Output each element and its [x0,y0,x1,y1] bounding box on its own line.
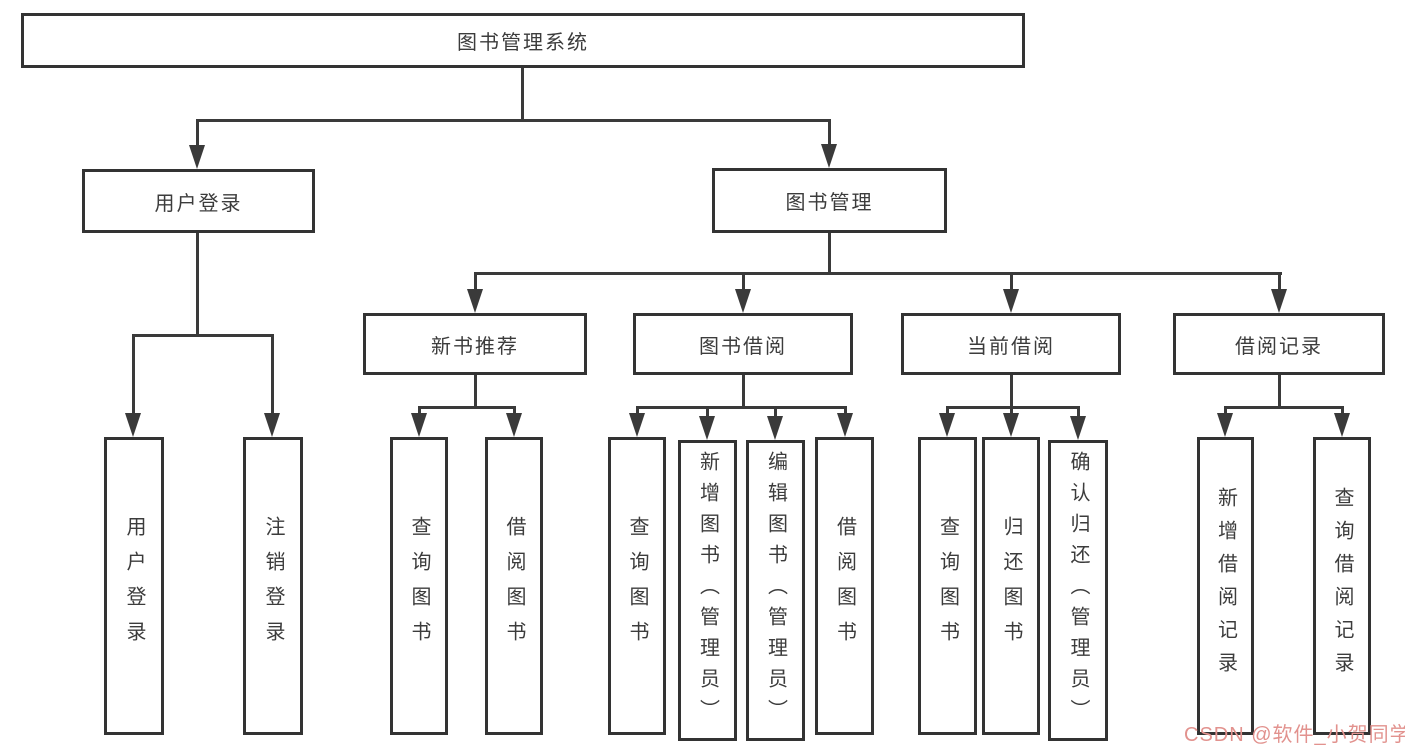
connector-line [418,406,421,416]
arrow-down-icon [125,413,141,437]
connector-line [1224,406,1344,409]
node-label: 当前借阅 [967,335,1055,358]
node-root: 图书管理系统 [21,13,1025,68]
leaf-label: 确认归还（管理员） [1067,451,1089,730]
connector-line [742,375,745,408]
arrow-down-icon [629,413,645,437]
leaf-label: 借阅图书 [503,516,525,656]
arrow-down-icon [189,145,205,169]
connector-line [828,119,831,147]
leaf-edit-book-admin: 编辑图书（管理员） [746,440,805,741]
connector-line [844,406,847,416]
arrow-down-icon [506,413,522,437]
arrow-down-icon [1334,413,1350,437]
arrow-down-icon [735,289,751,313]
connector-line [474,272,477,291]
connector-line [706,406,709,419]
connector-line [1010,272,1013,291]
arrow-down-icon [1217,413,1233,437]
arrow-down-icon [939,413,955,437]
arrow-down-icon [821,144,837,168]
leaf-logout: 注销登录 [243,437,303,735]
leaf-user-login: 用户登录 [104,437,164,735]
arrow-down-icon [699,416,715,440]
arrow-down-icon [467,289,483,313]
arrow-down-icon [1003,289,1019,313]
node-current-borrowing: 当前借阅 [901,313,1121,375]
leaf-label: 查询借阅记录 [1331,487,1353,685]
arrow-down-icon [1271,289,1287,313]
connector-line [196,119,831,122]
leaf-confirm-return-admin: 确认归还（管理员） [1048,440,1108,741]
leaf-query-books: 查询图书 [390,437,448,735]
arrow-down-icon [264,413,280,437]
leaf-borrow-books: 借阅图书 [485,437,543,735]
connector-line [521,68,524,121]
node-user-login: 用户登录 [82,169,315,233]
connector-line [774,406,777,419]
connector-line [636,406,639,416]
connector-line [1341,406,1344,416]
connector-line [1278,272,1281,291]
connector-line [132,334,135,415]
connector-line [474,375,477,408]
arrow-down-icon [837,413,853,437]
connector-line [196,233,199,336]
leaf-label: 查询图书 [626,516,648,656]
leaf-return-books: 归还图书 [982,437,1040,735]
leaf-label: 查询图书 [408,516,430,656]
leaf-query-borrow-record: 查询借阅记录 [1313,437,1371,735]
node-label: 图书管理系统 [457,32,589,54]
leaf-label: 新增图书（管理员） [696,451,719,730]
leaf-label: 注销登录 [262,516,284,656]
leaf-label: 编辑图书（管理员） [764,451,787,730]
arrow-down-icon [1003,413,1019,437]
connector-line [1278,375,1281,408]
leaf-query-books: 查询图书 [608,437,666,735]
connector-line [474,272,1282,275]
connector-line [828,233,831,274]
connector-line [1010,375,1013,408]
leaf-label: 归还图书 [1000,516,1022,656]
node-new-book-recommend: 新书推荐 [363,313,587,375]
arrow-down-icon [411,413,427,437]
connector-line [1224,406,1227,416]
leaf-label: 新增借阅记录 [1214,487,1237,685]
connector-line [1077,406,1080,419]
node-book-management: 图书管理 [712,168,947,233]
node-label: 借阅记录 [1235,335,1323,358]
connector-line [513,406,516,416]
node-label: 新书推荐 [431,335,519,358]
node-label: 图书借阅 [699,335,787,358]
connector-line [1010,406,1013,416]
leaf-label: 用户登录 [123,516,145,656]
node-borrowing-records: 借阅记录 [1173,313,1385,375]
connector-line [196,119,199,147]
connector-line [946,406,1080,409]
connector-line [946,406,949,416]
connector-line [418,406,516,409]
leaf-label: 查询图书 [936,516,959,656]
leaf-label: 借阅图书 [833,516,856,656]
leaf-query-books: 查询图书 [918,437,977,735]
arrow-down-icon [1070,416,1086,440]
leaf-add-book-admin: 新增图书（管理员） [678,440,737,741]
node-label: 图书管理 [785,192,874,214]
csdn-watermark: CSDN @软件_小贺同学 [1184,724,1405,746]
leaf-borrow-books: 借阅图书 [815,437,874,735]
connector-line [132,334,274,337]
leaf-add-borrow-record: 新增借阅记录 [1197,437,1254,735]
node-book-borrowing: 图书借阅 [633,313,853,375]
connector-line [271,334,274,415]
node-label: 用户登录 [154,192,243,215]
arrow-down-icon [767,416,783,440]
connector-line [636,406,846,409]
connector-line [742,272,745,291]
